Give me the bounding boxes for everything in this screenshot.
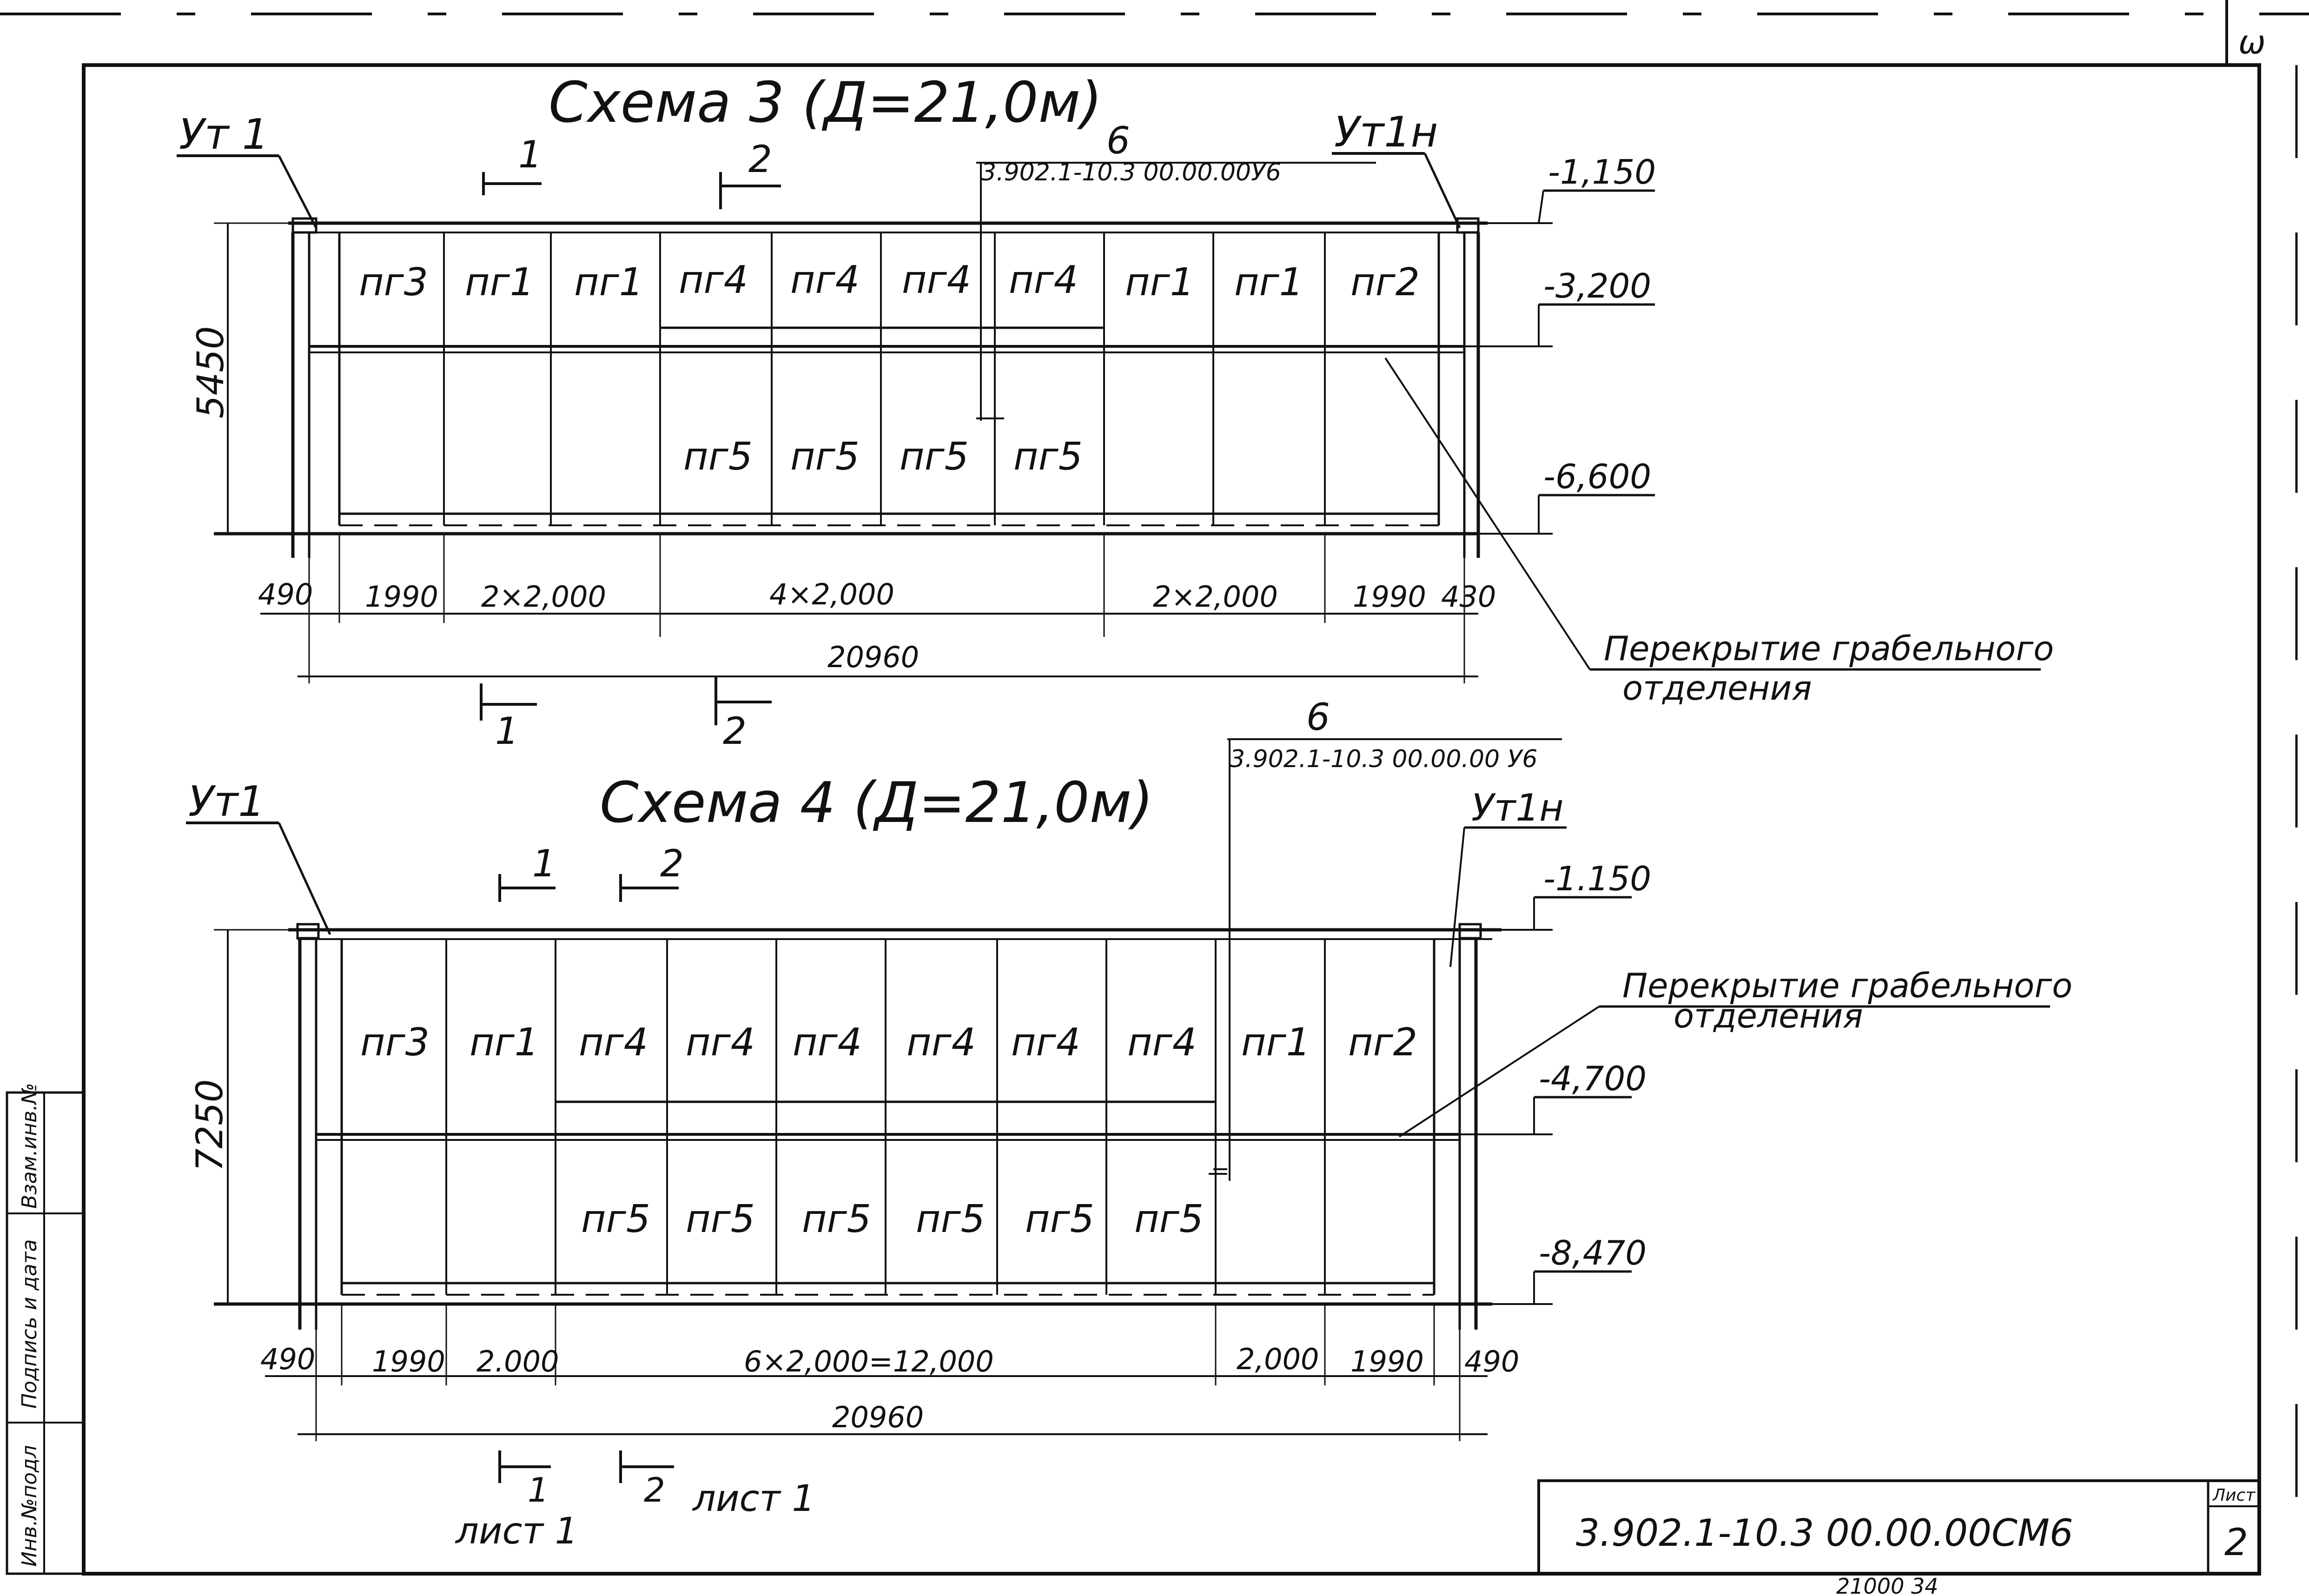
bottom-note: 21000 34 [1836, 1574, 1939, 1596]
scheme-3-elevation-2: -3,200 [1543, 266, 1651, 305]
scheme-4-dim-5: 2,000 [1237, 1342, 1319, 1376]
corner-mark: ω [2238, 23, 2266, 61]
title-block-sheet-number: 2 [2224, 1521, 2248, 1564]
title-block-code: 3.902.1-10.3 00.00.00СМ6 [1576, 1511, 2073, 1555]
scheme-4-elevations: -1.150 -4,700 -8,470 [1460, 859, 1651, 1305]
scheme-3-callout-line-1: Перекрытие грабельного [1604, 629, 2054, 668]
scheme-4-lower-panel-4: пг5 [916, 1197, 985, 1241]
scheme-3-section-1-top: 1 [518, 133, 542, 176]
scheme-3-panel-1: пг3 [359, 260, 428, 305]
scheme-3-ref-number: 6 [1106, 119, 1130, 162]
side-stamp-signature: Подпись и дата [18, 1239, 41, 1409]
scheme-4-panel-10: пг2 [1348, 1020, 1417, 1065]
scheme-3-dim-5: 2×2,000 [1153, 580, 1278, 614]
scheme-3-panel-4: пг4 [679, 258, 748, 302]
scheme-4-panel-9: пг1 [1241, 1020, 1310, 1065]
scheme-3-panel-6: пг4 [902, 258, 971, 302]
scheme-4-lower-panel-6: пг5 [1134, 1197, 1204, 1241]
scheme-4-total: 20960 [832, 1400, 924, 1434]
scheme-3-panel-2: пг1 [465, 260, 534, 305]
scheme-4-dim-3: 2.000 [476, 1344, 559, 1378]
side-stamp-replace: Взам.инв.№ [18, 1083, 41, 1209]
scheme-4-ref-number: 6 [1306, 695, 1330, 739]
scheme-4-dim-7: 490 [1464, 1344, 1519, 1378]
scheme-4-lower-panel-2: пг5 [686, 1197, 755, 1241]
scheme-4-panel-2: пг1 [470, 1020, 539, 1065]
scheme-3-title: Схема 3 (Д=21,0м) [549, 71, 1102, 135]
scheme-4-section-1-top: 1 [532, 842, 556, 885]
scheme-4-panel-7: пг4 [1011, 1020, 1080, 1065]
title-block: 3.902.1-10.3 00.00.00СМ6 Лист 2 [1537, 1479, 2261, 1575]
scheme-4-panel-1: пг3 [360, 1020, 430, 1065]
side-stamp: Инв.№подл Подпись и дата Взам.инв.№ [6, 1083, 85, 1575]
scheme-4-sheet-ref-1: лист 1 [455, 1510, 578, 1552]
scheme-4-sheet-ref-2: лист 1 [692, 1478, 815, 1520]
scheme-4-dim-6: 1990 [1350, 1344, 1424, 1378]
scheme-4-section-1-bottom: 1 [528, 1470, 549, 1510]
scheme-4-lower-panel-3: пг5 [802, 1197, 871, 1241]
scheme-4-section-2-top: 2 [660, 842, 684, 885]
scheme-3-panel-7: пг4 [1009, 258, 1078, 302]
scheme-4-ref-code: 3.902.1-10.3 00.00.00 У6 [1230, 745, 1537, 773]
scheme-3-dim-4: 4×2,000 [769, 577, 894, 611]
scheme-3-section-2-bottom: 2 [723, 709, 747, 753]
scheme-3-lower-panel-4: пг5 [1013, 435, 1083, 479]
scheme-3-section-1-bottom: 1 [495, 709, 519, 753]
scheme-4-section-2-bottom: 2 [644, 1470, 665, 1510]
side-stamp-inv: Инв.№подл [18, 1445, 41, 1567]
scheme-4-panel-3: пг4 [579, 1020, 648, 1065]
scheme-3-lower-panel-1: пг5 [683, 435, 753, 479]
scheme-4-label-left: Ут1 [188, 777, 265, 826]
scheme-3-elevation-3: -6,600 [1543, 457, 1651, 496]
scheme-3: Схема 3 (Д=21,0м) Ут 1 Ут1н 1 2 6 3.902.… [177, 71, 2054, 753]
scheme-3-panel-10: пг2 [1350, 260, 1420, 305]
scheme-4-lower-panel-5: пг5 [1025, 1197, 1094, 1241]
scheme-4-dim-4: 6×2,000=12,000 [744, 1344, 994, 1378]
scheme-3-dim-3: 2×2,000 [481, 580, 606, 614]
scheme-4-dim-2: 1990 [372, 1344, 445, 1378]
scheme-4-panel-5: пг4 [793, 1020, 862, 1065]
scheme-3-label-left: Ут 1 [179, 110, 269, 159]
scheme-4-elevation-1: -1.150 [1543, 859, 1651, 898]
scheme-3-panel-5: пг4 [790, 258, 860, 302]
scheme-3-height: 5450 [190, 326, 232, 418]
scheme-3-section-2-top: 2 [748, 138, 772, 181]
scheme-4-panel-6: пг4 [906, 1020, 976, 1065]
scheme-4: Схема 4 (Д=21,0м) Ут1 Ут1н 1 2 6 3.902.1… [186, 695, 2072, 1552]
scheme-4-elevation-3: -8,470 [1539, 1233, 1647, 1272]
scheme-4-dim-1: 490 [260, 1342, 315, 1376]
scheme-4-elevation-2: -4,700 [1539, 1059, 1647, 1098]
scheme-3-panel-9: пг1 [1234, 260, 1303, 305]
scheme-4-lower-panel-1: пг5 [581, 1197, 650, 1241]
scheme-3-total: 20960 [827, 640, 919, 674]
scheme-3-dim-6: 1990 [1353, 580, 1426, 614]
scheme-3-panel-8: пг1 [1125, 260, 1194, 305]
scheme-3-lower-panel-3: пг5 [900, 435, 969, 479]
scheme-4-title: Схема 4 (Д=21,0м) [600, 771, 1153, 835]
scheme-3-panel-3: пг1 [574, 260, 643, 305]
scheme-3-label-right: Ут1н [1334, 108, 1438, 157]
scheme-3-lower-panel-2: пг5 [790, 435, 860, 479]
scheme-4-panel-4: пг4 [686, 1020, 755, 1065]
scheme-3-elevations: -1,150 -3,200 -6,600 [1464, 152, 1656, 535]
scheme-4-panel-8: пг4 [1127, 1020, 1197, 1065]
scheme-4-callout-line-2: отделения [1674, 996, 1863, 1035]
scheme-3-dim-2: 1990 [365, 580, 438, 614]
scheme-3-elevation-1: -1,150 [1548, 152, 1656, 192]
scheme-4-label-right: Ут1н [1471, 786, 1564, 829]
title-block-sheet-label: Лист [2212, 1486, 2256, 1505]
scheme-3-callout-line-2: отделения [1622, 669, 1812, 708]
scheme-4-callout-line-1: Перекрытие грабельного [1622, 966, 2072, 1005]
scheme-3-dim-7: 430 [1441, 580, 1496, 614]
scheme-4-height: 7250 [189, 1079, 231, 1172]
scheme-3-dim-1: 490 [258, 577, 313, 611]
